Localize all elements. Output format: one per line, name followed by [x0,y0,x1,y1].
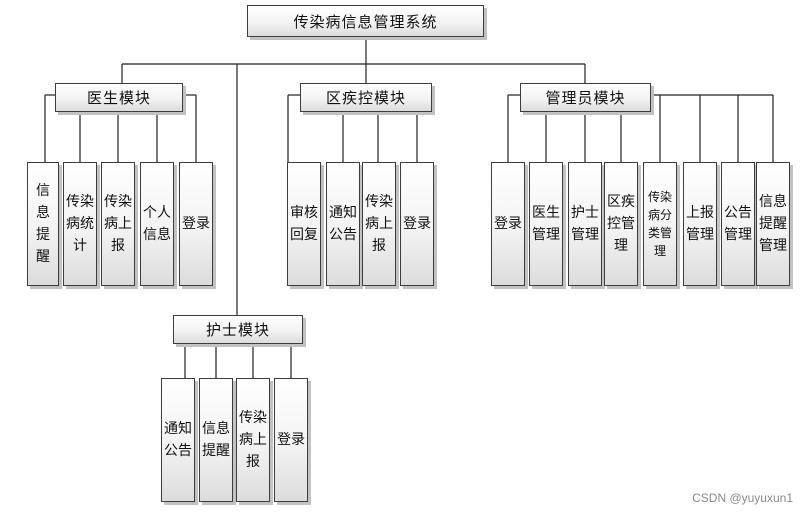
doctor-child-node: 传染病上报 [101,162,135,286]
doctor-child-node: 登录 [179,162,213,286]
nurse-module-node: 护士模块 [173,315,303,344]
admin-child-node: 信息提醒管理 [756,162,790,286]
district-module-node: 区疾控模块 [300,83,432,112]
admin-child-node: 区疾控管理 [604,162,638,286]
admin-child-node: 登录 [491,162,525,286]
doctor-child-node: 信息提醒 [27,162,59,286]
nurse-child-node: 传染病上报 [236,378,270,502]
district-child-node: 登录 [400,162,434,286]
root-node: 传染病信息管理系统 [247,5,484,37]
doctor-child-node: 个人信息 [140,162,174,286]
admin-child-node: 上报管理 [683,162,717,286]
district-child-node: 审核回复 [287,162,321,286]
nurse-child-node: 通知公告 [161,378,195,502]
nurse-child-node: 登录 [274,378,308,502]
doctor-child-node: 传染病统计 [63,162,97,286]
admin-child-node: 护士管理 [568,162,602,286]
doctor-module-node: 医生模块 [55,83,183,112]
admin-module-node: 管理员模块 [520,83,651,112]
admin-child-node: 公告管理 [721,162,755,286]
csdn-watermark: CSDN @yuyuxun1 [692,491,793,505]
admin-child-node: 医生管理 [529,162,563,286]
admin-child-node: 传染病分类管理 [643,162,677,286]
district-child-node: 通知公告 [326,162,360,286]
district-child-node: 传染病上报 [362,162,396,286]
nurse-child-node: 信息提醒 [199,378,233,502]
